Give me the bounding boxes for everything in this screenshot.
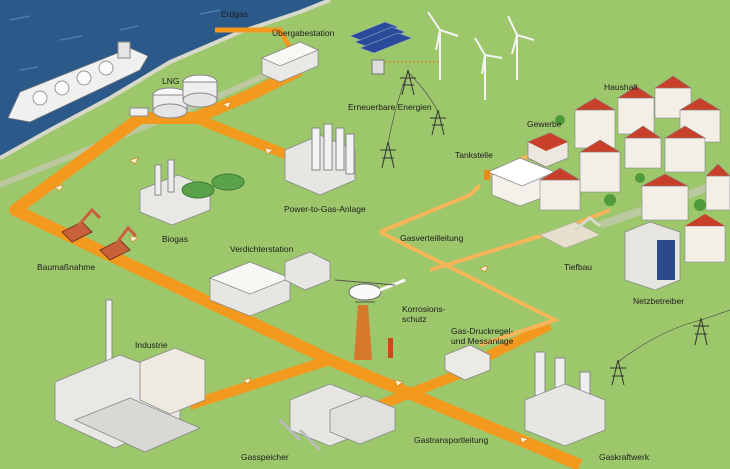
lng-tanker [7,41,149,123]
industry-plant [54,299,206,453]
civil-engineering-site [539,216,601,249]
gas-power-plant [524,351,606,447]
label-netzbetreiber: Netzbetreiber [633,296,685,306]
helicopter-scan-beam [354,305,372,360]
erdgas-pipe [215,27,293,50]
power-cables [387,71,730,363]
label-verdichterstation: Verdichterstation [230,244,294,254]
label-erdgas: Erdgas [221,9,248,19]
solar-panels [349,21,413,54]
sea [0,0,330,158]
label-korrosionsschutz-1: Korrosions- [402,304,446,314]
label-baumassnahme: Baumaßnahme [37,262,96,272]
korrosionsschutz-post [388,338,393,358]
label-gasspeicher: Gasspeicher [241,452,289,462]
wind-turbines [427,11,535,100]
label-tiefbau: Tiefbau [564,262,593,272]
pressure-regulating-station [444,344,491,381]
label-druckregel-1: Gas-Druckregel- [451,326,514,336]
label-biogas: Biogas [162,234,188,244]
label-druckregel-2: und Messanlage [451,336,514,346]
gas-station [484,157,557,207]
commercial-building [527,132,569,168]
inverter-box [371,59,385,75]
label-gastransportleitung: Gastransportleitung [414,435,489,445]
label-haushalt: Haushalt [604,82,638,92]
residential-houses [538,75,730,221]
label-korrosionsschutz-2: schutz [402,314,427,324]
uebergabestation [260,41,320,83]
power-pylons [380,69,709,386]
biogas-plant [139,159,245,226]
construction-excavators [61,207,138,261]
label-tankstelle: Tankstelle [455,150,493,160]
gas-transport-pipeline [9,64,583,469]
label-gewerbe: Gewerbe [527,119,562,129]
label-industrie: Industrie [135,340,168,350]
inspection-helicopter [334,278,406,303]
grid-operator-office [624,214,726,291]
label-power-to-gas: Power-to-Gas-Anlage [284,204,366,214]
label-uebergabestation: Übergabestation [272,28,335,38]
sea-waves [9,9,221,71]
compressor-station [208,251,331,317]
power-to-gas-plant [284,123,356,196]
label-erneuerbare-energien: Erneuerbare Energien [348,102,432,112]
label-gasverteilleitung: Gasverteilleitung [400,233,464,243]
lng-tanks [129,74,218,119]
label-lng: LNG [162,76,180,86]
label-gaskraftwerk: Gaskraftwerk [599,452,650,462]
shore [0,0,331,160]
gas-storage [278,383,396,452]
